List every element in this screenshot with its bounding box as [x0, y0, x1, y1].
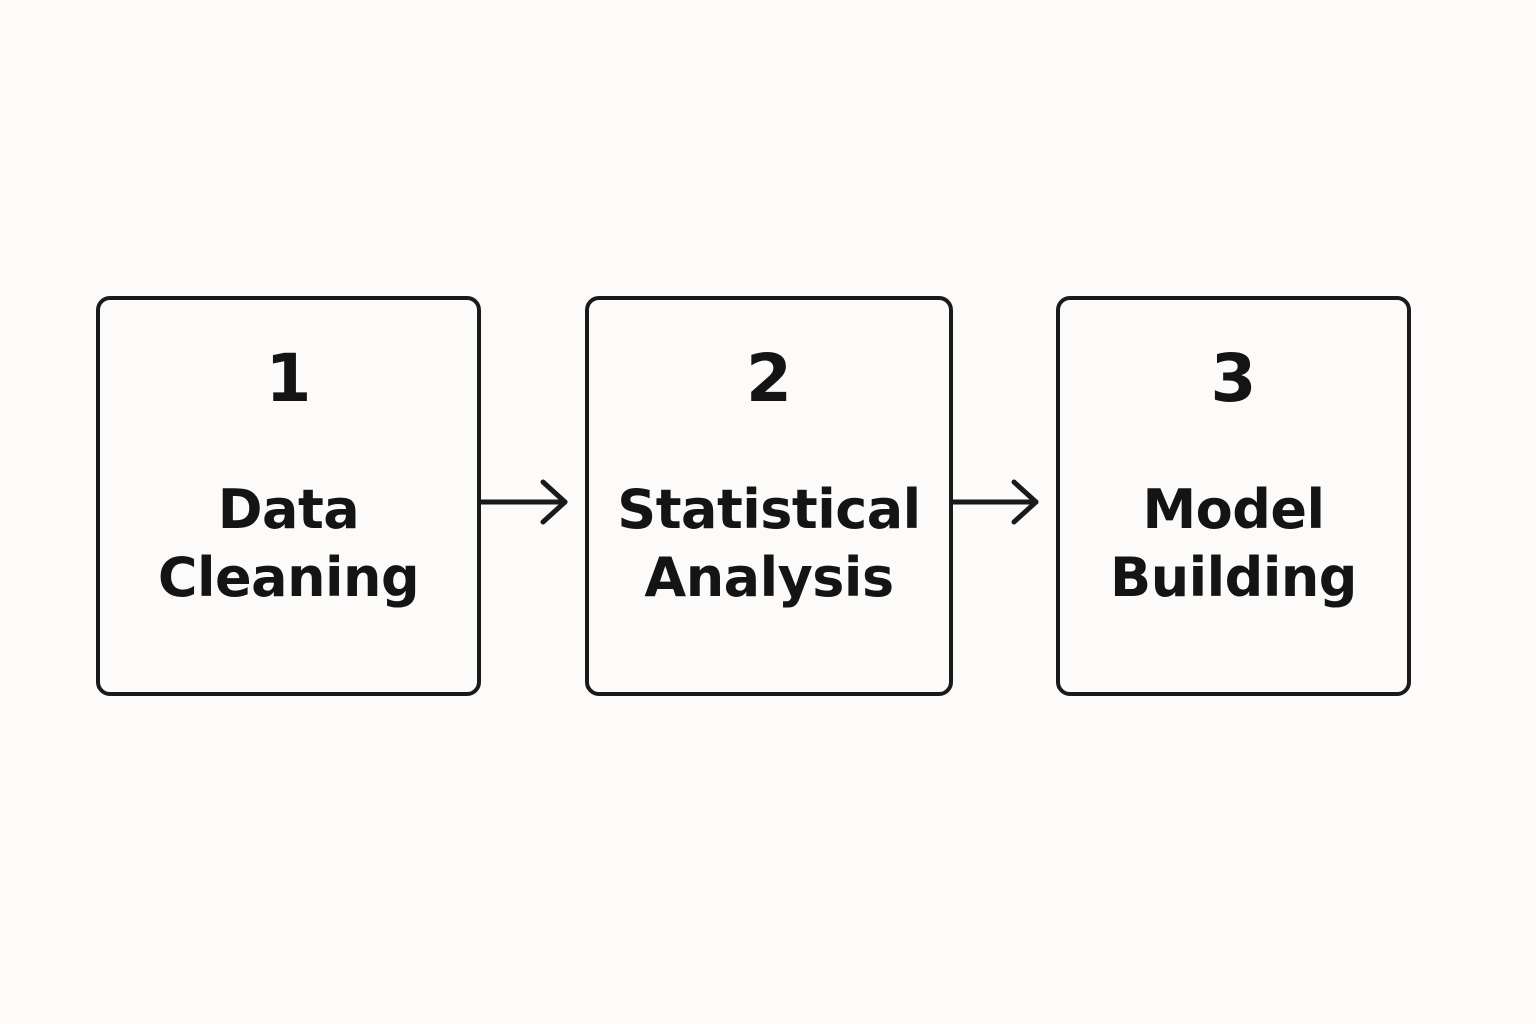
step-label-line: Model	[1142, 478, 1325, 541]
step-box-model-building: 3 Model Building	[1056, 296, 1411, 696]
step-box-statistical-analysis: 2 Statistical Analysis	[585, 296, 953, 696]
step-label: Model Building	[1060, 476, 1407, 612]
step-box-data-cleaning: 1 Data Cleaning	[96, 296, 481, 696]
step-label-line: Statistical	[617, 478, 921, 541]
step-number: 1	[265, 340, 312, 417]
step-label-line: Analysis	[644, 546, 894, 609]
step-label: Statistical Analysis	[589, 476, 949, 612]
step-label-line: Cleaning	[157, 546, 420, 609]
step-label-line: Data	[217, 478, 360, 541]
arrow-right-icon	[481, 479, 568, 525]
step-number: 3	[1210, 340, 1257, 417]
step-label: Data Cleaning	[100, 476, 477, 612]
step-number: 2	[746, 340, 792, 417]
step-label-line: Building	[1110, 546, 1357, 609]
arrow-right-icon	[953, 479, 1039, 525]
